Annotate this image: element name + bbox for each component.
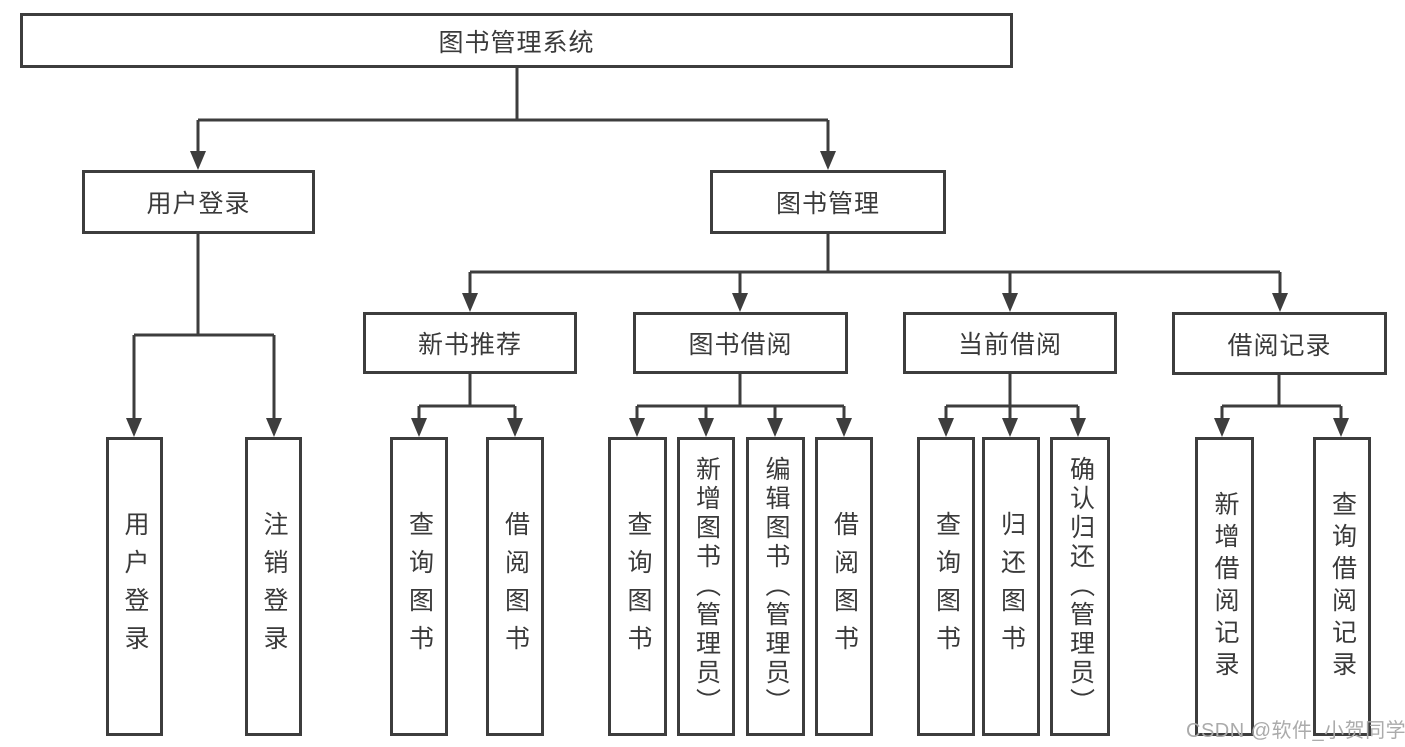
- leaf-query-books-recommend: 查询图书: [390, 437, 448, 736]
- arrow-icon: [126, 418, 142, 437]
- arrow-icon: [411, 418, 427, 437]
- leaf-edit-books-admin: 编辑图书（管理员）: [746, 437, 805, 736]
- leaf-borrow-books-borrowing: 借阅图书: [815, 437, 873, 736]
- leaf-logout-login-label: 注销登录: [260, 510, 288, 663]
- leaf-add-books-admin: 新增图书（管理员）: [677, 437, 735, 736]
- leaf-edit-books-admin-label: 编辑图书（管理员）: [762, 456, 790, 717]
- leaf-confirm-return-admin: 确认归还（管理员）: [1050, 437, 1110, 736]
- arrow-icon: [462, 293, 478, 312]
- node-current-borrowing-label: 当前借阅: [957, 331, 1062, 359]
- leaf-query-books-borrowing-label: 查询图书: [624, 510, 652, 663]
- node-user-login-label: 用户登录: [146, 190, 251, 218]
- leaf-return-books: 归还图书: [982, 437, 1040, 736]
- arrow-icon: [820, 151, 836, 170]
- node-new-book-recommendation: 新书推荐: [363, 312, 577, 374]
- leaf-logout-login: 注销登录: [245, 437, 302, 736]
- node-book-management-label: 图书管理: [775, 190, 880, 218]
- arrow-icon: [1070, 418, 1086, 437]
- leaf-confirm-return-admin-label: 确认归还（管理员）: [1066, 456, 1095, 717]
- arrow-icon: [1272, 293, 1288, 312]
- node-book-borrowing-label: 图书借阅: [688, 331, 793, 359]
- leaf-user-login: 用户登录: [106, 437, 163, 736]
- arrow-icon: [1002, 293, 1018, 312]
- arrow-icon: [698, 418, 714, 437]
- leaf-return-books-label: 归还图书: [997, 510, 1026, 663]
- arrow-icon: [836, 418, 852, 437]
- leaf-add-borrowing-record-label: 新增借阅记录: [1211, 490, 1239, 683]
- arrow-icon: [507, 418, 523, 437]
- arrow-icon: [190, 151, 206, 170]
- leaf-query-books-borrowing: 查询图书: [608, 437, 667, 736]
- leaf-user-login-label: 用户登录: [121, 510, 149, 663]
- node-user-login: 用户登录: [82, 170, 315, 234]
- node-book-management: 图书管理: [710, 170, 946, 234]
- csdn-watermark: CSDN @软件_小贺同学: [1186, 720, 1405, 742]
- node-current-borrowing: 当前借阅: [903, 312, 1117, 374]
- leaf-query-borrowing-record-label: 查询借阅记录: [1328, 490, 1357, 683]
- node-library-management-system-label: 图书管理系统: [438, 28, 595, 57]
- leaf-borrow-books-recommend: 借阅图书: [486, 437, 544, 736]
- leaf-query-books-recommend-label: 查询图书: [405, 510, 434, 663]
- arrow-icon: [732, 293, 748, 312]
- leaf-borrow-books-recommend-label: 借阅图书: [501, 510, 530, 663]
- arrow-icon: [1333, 418, 1349, 437]
- leaf-query-books-current-label: 查询图书: [932, 510, 961, 663]
- leaf-query-borrowing-record: 查询借阅记录: [1313, 437, 1371, 736]
- arrow-icon: [1214, 418, 1230, 437]
- arrow-icon: [266, 418, 282, 437]
- leaf-borrow-books-borrowing-label: 借阅图书: [830, 510, 859, 663]
- leaf-add-borrowing-record: 新增借阅记录: [1195, 437, 1254, 736]
- node-new-book-recommendation-label: 新书推荐: [417, 331, 522, 359]
- arrow-icon: [629, 418, 645, 437]
- arrow-icon: [938, 418, 954, 437]
- node-borrowing-records-label: 借阅记录: [1227, 331, 1332, 360]
- arrow-icon: [1002, 418, 1018, 437]
- leaf-query-books-current: 查询图书: [917, 437, 975, 736]
- leaf-add-books-admin-label: 新增图书（管理员）: [692, 456, 721, 717]
- arrow-icon: [767, 418, 783, 437]
- node-book-borrowing: 图书借阅: [633, 312, 848, 374]
- node-borrowing-records: 借阅记录: [1172, 312, 1387, 375]
- node-library-management-system: 图书管理系统: [20, 13, 1013, 68]
